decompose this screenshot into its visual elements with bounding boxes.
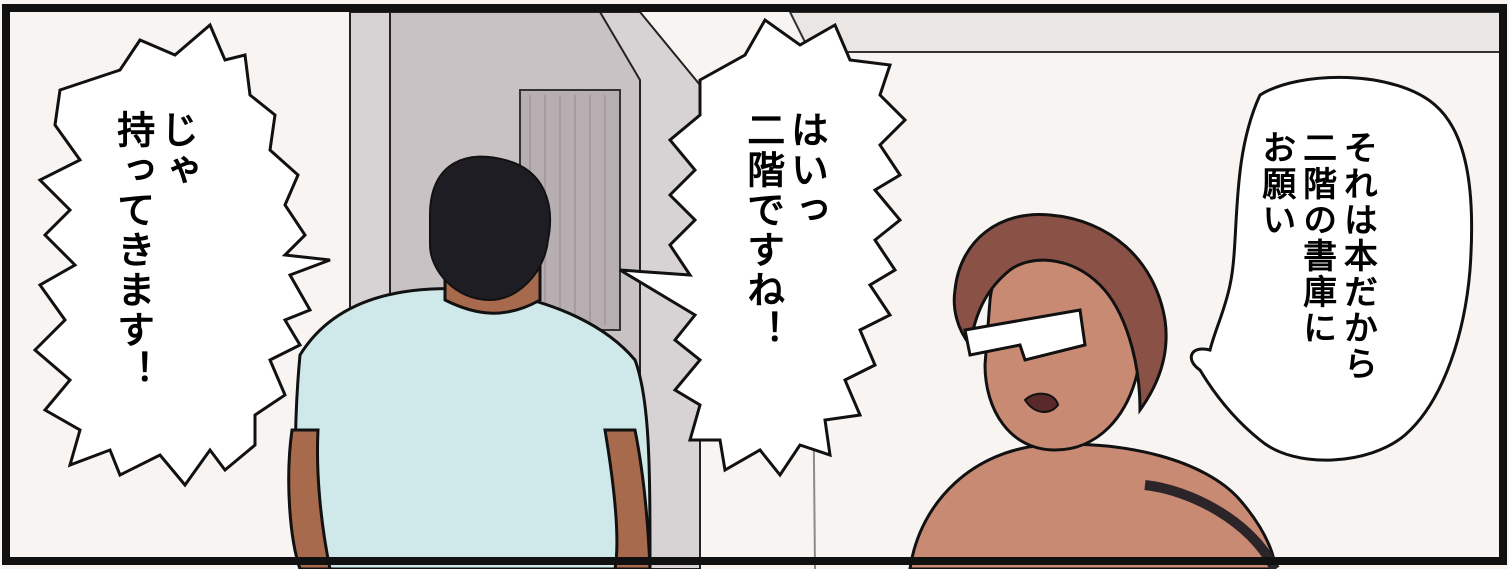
bubble-text-left: じゃ 持ってきます！ bbox=[110, 110, 199, 390]
man-back-view bbox=[287, 155, 652, 569]
woman-hair bbox=[952, 212, 1168, 415]
panel-border bbox=[2, 4, 1507, 565]
woman-shoulders bbox=[908, 442, 1277, 569]
man-arm-left bbox=[287, 428, 332, 569]
ceiling-molding bbox=[788, 11, 1501, 53]
speech-bubble-left bbox=[32, 22, 331, 488]
speech-bubble-center bbox=[619, 17, 908, 478]
woman-strap bbox=[1144, 480, 1280, 569]
speech-bubble-right bbox=[1189, 75, 1474, 462]
woman-mouth bbox=[1023, 392, 1060, 413]
woman-character bbox=[908, 212, 1280, 569]
man-hair bbox=[429, 155, 552, 302]
man-shirt bbox=[293, 287, 652, 569]
bubble-text-center: はいっ 二階ですね！ bbox=[740, 110, 829, 350]
bubble-text-right: それは本だから 二階の書庫に お願い bbox=[1255, 130, 1378, 382]
woman-glasses bbox=[963, 308, 1087, 362]
man-arm-right bbox=[603, 428, 652, 569]
